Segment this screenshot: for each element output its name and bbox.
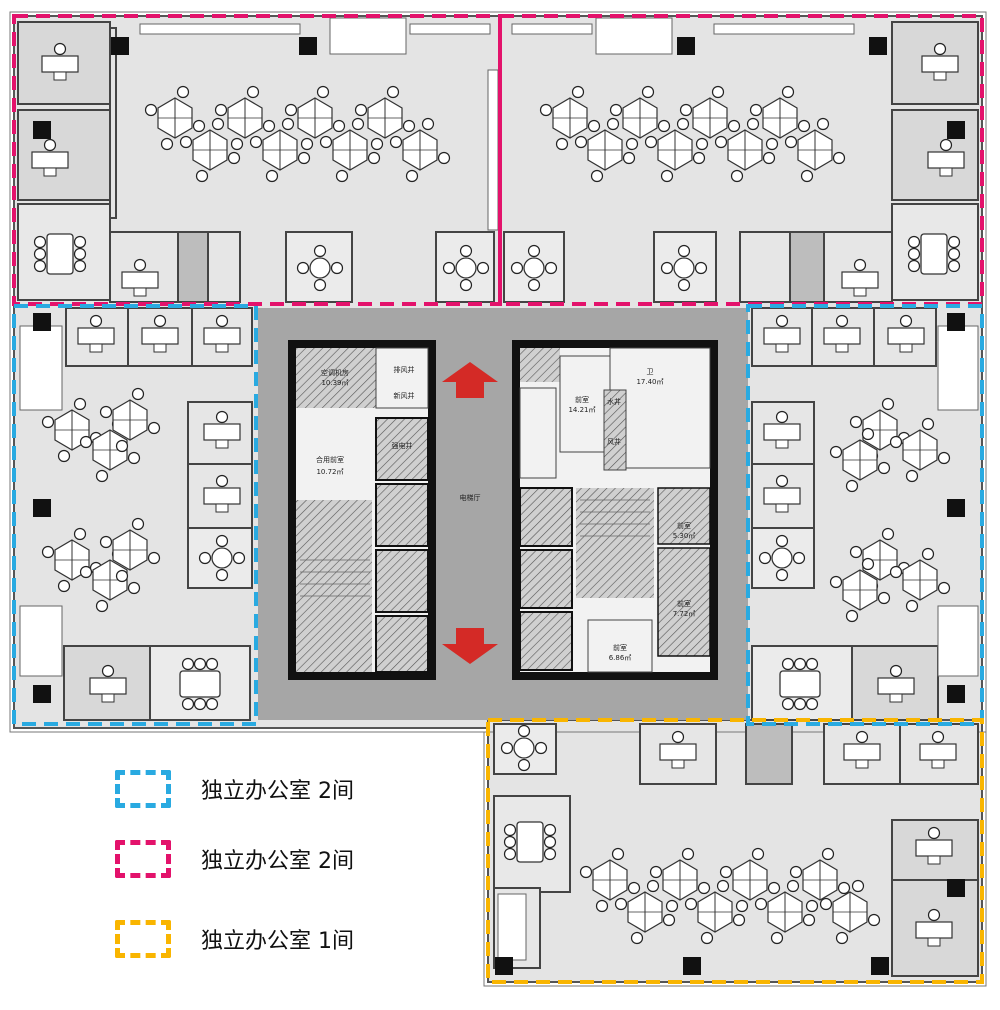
legend-label-blue: 独立办公室 2间: [201, 779, 354, 804]
core-room-7-name: 卫: [647, 368, 654, 376]
legend-swatch-magenta: [115, 840, 171, 878]
core-room-6-name: 前室: [575, 395, 589, 404]
core-room-10-name: 前室: [613, 643, 627, 652]
core-room-1-area: 10.39㎡: [321, 379, 348, 387]
core-room-2-name: 排风井: [394, 365, 415, 374]
core-room-5-name: 强电井: [392, 441, 413, 450]
legend-label-yellow: 独立办公室 1间: [201, 929, 354, 954]
legend-label-magenta: 独立办公室 2间: [201, 849, 354, 874]
arrow-up-icon: [442, 362, 498, 398]
core-room-10-area: 6.86㎡: [609, 654, 632, 662]
core-room-3-name: 新风井: [394, 391, 415, 400]
zone-blue-right: [746, 304, 984, 726]
arrow-down-icon: [442, 628, 498, 664]
core-room-11-area: 5.30㎡: [673, 532, 696, 540]
core-room-8-name: 水井: [607, 397, 621, 406]
legend-item-magenta: 独立办公室 2间: [115, 840, 354, 878]
zone-outlines: [12, 14, 984, 984]
core-room-4-area: 10.72㎡: [316, 468, 343, 476]
legend-item-yellow: 独立办公室 1间: [115, 920, 354, 958]
legend-item-blue: 独立办公室 2间: [115, 770, 354, 808]
zone-yellow: [486, 718, 984, 984]
core-room-1-name: 空调机房: [321, 368, 349, 377]
legend-swatch-blue: [115, 770, 171, 808]
core-lobby-label: 电梯厅: [460, 493, 481, 502]
building-core: 电梯厅 空调机房 10.39㎡ 排风井 新风井 合用前室 10.72㎡ 强电井 …: [258, 308, 748, 720]
window-strips: [19, 17, 979, 961]
core-room-12-name: 前室: [677, 599, 691, 608]
core-room-9-name: 风井: [607, 437, 621, 446]
legend-swatch-yellow: [115, 920, 171, 958]
zone-blue-left: [12, 304, 258, 726]
core-room-12-area: 7.72㎡: [673, 610, 696, 618]
core-room-7-area: 17.40㎡: [636, 378, 663, 386]
core-room-11-name: 前室: [677, 521, 691, 530]
core-room-6-area: 14.21㎡: [568, 406, 595, 414]
core-room-4-name: 合用前室: [316, 455, 344, 464]
